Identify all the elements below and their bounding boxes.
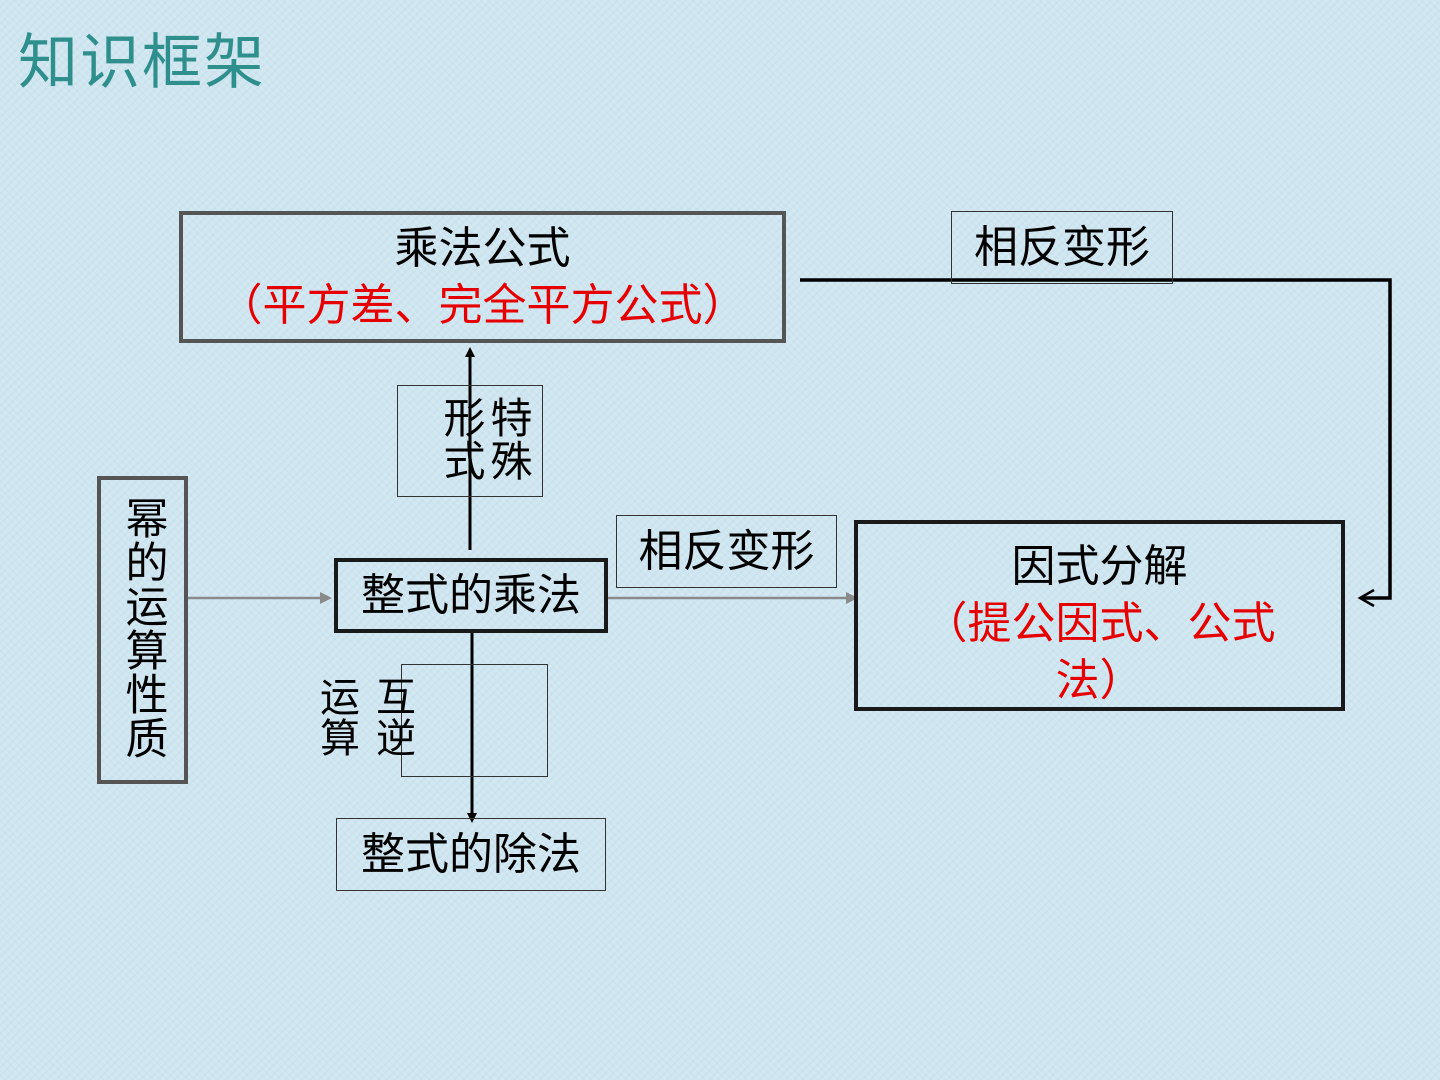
label-reverse-middle-text: 相反变形 <box>638 525 815 577</box>
label-reverse-top: 相反变形 <box>951 211 1173 284</box>
node-factorization: 因式分解 （提公因式、公式法） <box>854 520 1345 711</box>
label-special-form-text: 特殊形式 <box>436 396 533 482</box>
node-multiplication-formula: 乘法公式 （平方差、完全平方公式） <box>179 211 786 343</box>
arrowhead-open <box>1357 588 1375 608</box>
node-polynomial-multiplication: 整式的乘法 <box>334 558 608 633</box>
node-polynomial-division-text: 整式的除法 <box>361 828 581 880</box>
label-reverse-middle: 相反变形 <box>616 515 837 588</box>
node-polynomial-multiplication-text: 整式的乘法 <box>361 569 581 621</box>
label-inverse-operation-text: 互逆运算 <box>313 676 415 758</box>
label-inverse-operation-frame <box>401 664 548 777</box>
node-factorization-label: 因式分解 <box>1011 541 1188 592</box>
arrow-formula-to-factor <box>800 278 1392 600</box>
label-special-form: 特殊形式 <box>397 385 543 497</box>
node-multiplication-formula-label: 乘法公式 <box>394 222 571 274</box>
node-polynomial-division: 整式的除法 <box>336 818 606 891</box>
node-power-properties-text: 幂的运算性质 <box>118 496 168 760</box>
node-factorization-sub: （提公因式、公式法） <box>923 598 1276 707</box>
node-multiplication-formula-sub: （平方差、完全平方公式） <box>218 280 747 331</box>
label-reverse-top-text: 相反变形 <box>974 221 1150 273</box>
node-power-properties: 幂的运算性质 <box>97 476 188 784</box>
page-title: 知识框架 <box>18 28 266 98</box>
